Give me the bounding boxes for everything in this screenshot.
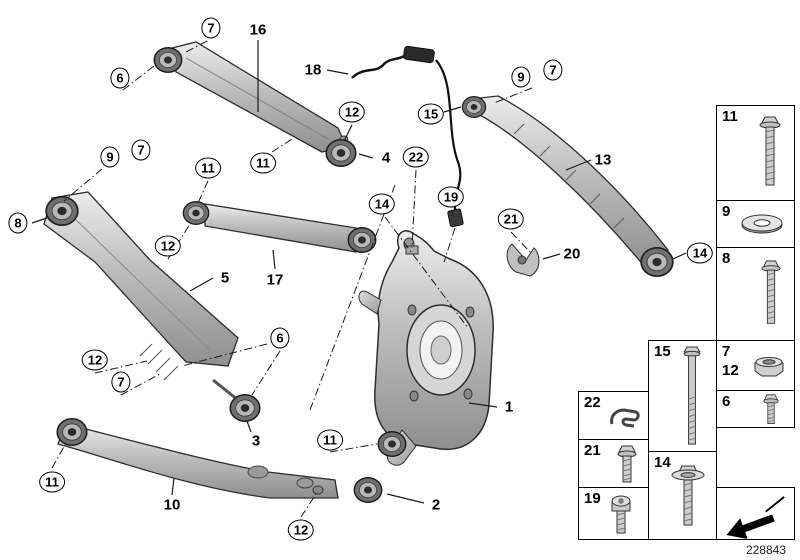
part-cell-label: 7 — [722, 343, 731, 360]
callout-1[interactable]: 1 — [504, 398, 514, 416]
part-cell-21[interactable]: 21 — [578, 439, 649, 488]
part-wheel-carrier — [358, 230, 494, 466]
callout-11[interactable]: 11 — [250, 152, 276, 174]
callout-11[interactable]: 11 — [39, 471, 65, 493]
callout-11[interactable]: 11 — [195, 157, 221, 179]
callout-15[interactable]: 15 — [417, 103, 445, 125]
part-cell-8[interactable]: 8 — [716, 247, 795, 341]
callout-9[interactable]: 9 — [100, 146, 120, 168]
part-cell-9[interactable]: 9 — [716, 200, 795, 248]
flange-nut-icon — [752, 355, 786, 379]
flange-bolt-icon — [760, 260, 782, 328]
hex-bolt-icon — [616, 445, 638, 485]
part-cell-label: 15 — [654, 343, 671, 360]
callout-14[interactable]: 14 — [368, 193, 396, 215]
part-cell-label: 6 — [722, 393, 731, 410]
page-direction-arrow[interactable] — [716, 487, 795, 540]
callout-6[interactable]: 6 — [270, 327, 290, 349]
part-bushing-3 — [212, 378, 261, 422]
callout-12[interactable]: 12 — [287, 519, 315, 541]
part-cell-label: 19 — [584, 490, 601, 507]
part-cell-label: 21 — [584, 442, 601, 459]
callout-21[interactable]: 21 — [497, 208, 525, 230]
callout-22[interactable]: 22 — [402, 146, 430, 168]
part-cell-19[interactable]: 19 — [578, 487, 649, 540]
callout-19[interactable]: 19 — [437, 186, 465, 208]
part-trailing-arm — [56, 418, 339, 499]
part-cell-11[interactable]: 11 — [716, 105, 795, 201]
socket-screw-icon — [610, 493, 632, 537]
callout-7[interactable]: 7 — [131, 139, 151, 161]
callout-20[interactable]: 20 — [563, 245, 581, 263]
part-cell-label: 22 — [584, 394, 601, 411]
direction-arrow-icon — [726, 495, 785, 538]
callout-9[interactable]: 9 — [511, 66, 531, 88]
flange-bolt-icon — [762, 394, 780, 426]
flange-bolt-icon — [758, 114, 782, 192]
figure-id: 228843 — [745, 543, 786, 557]
part-camber-arm — [461, 95, 674, 277]
callout-3[interactable]: 3 — [251, 432, 261, 450]
callout-7[interactable]: 7 — [201, 17, 221, 39]
callout-2[interactable]: 2 — [431, 496, 441, 514]
cable-clip-icon — [608, 404, 642, 432]
callout-14[interactable]: 14 — [686, 242, 714, 264]
part-cell-label: 8 — [722, 250, 731, 267]
long-bolt-icon — [682, 346, 702, 448]
callout-12[interactable]: 12 — [338, 101, 366, 123]
washer-icon — [740, 213, 784, 235]
part-guide-link — [182, 201, 377, 253]
callout-16[interactable]: 16 — [249, 21, 267, 39]
part-cell-label: 12 — [722, 362, 739, 379]
part-holder-bracket — [506, 243, 540, 277]
part-cell-7-12[interactable]: 7 12 — [716, 340, 795, 391]
callout-18[interactable]: 18 — [304, 61, 322, 79]
callout-4[interactable]: 4 — [381, 149, 391, 167]
callout-7[interactable]: 7 — [543, 59, 563, 81]
part-cell-label: 11 — [722, 108, 738, 125]
callout-5[interactable]: 5 — [220, 269, 230, 287]
callout-6[interactable]: 6 — [110, 67, 130, 89]
callout-17[interactable]: 17 — [266, 271, 284, 289]
callout-13[interactable]: 13 — [594, 151, 612, 169]
callout-11[interactable]: 11 — [317, 429, 343, 451]
callout-8[interactable]: 8 — [8, 212, 28, 234]
callout-7[interactable]: 7 — [111, 371, 131, 393]
callout-10[interactable]: 10 — [163, 496, 181, 514]
part-cell-label: 14 — [654, 454, 671, 471]
leader-lines — [31, 40, 687, 504]
part-control-arm — [43, 191, 239, 381]
bolt-washer-icon — [670, 462, 706, 532]
part-cell-22[interactable]: 22 — [578, 391, 649, 440]
part-cell-6[interactable]: 6 — [716, 390, 795, 428]
part-cell-15[interactable]: 15 — [648, 340, 717, 452]
part-cell-label: 9 — [722, 203, 731, 220]
callout-12[interactable]: 12 — [81, 349, 109, 371]
callout-12[interactable]: 12 — [154, 235, 182, 257]
part-cell-14[interactable]: 14 — [648, 451, 717, 540]
